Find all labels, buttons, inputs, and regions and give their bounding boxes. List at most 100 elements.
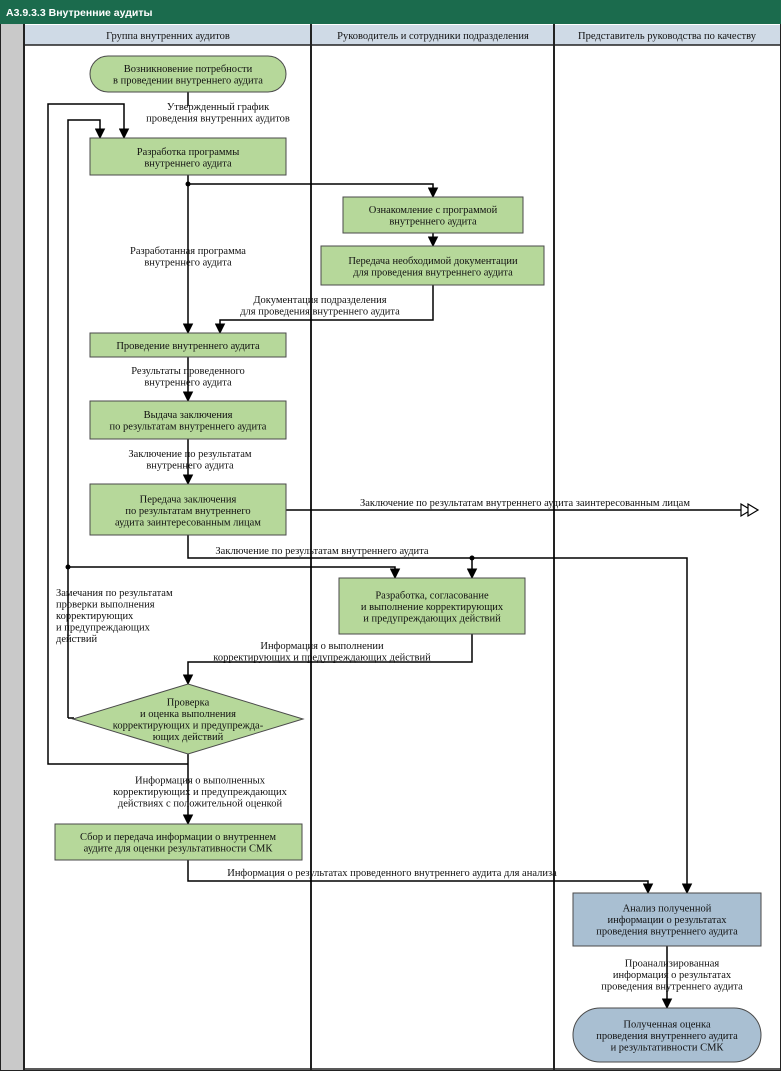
- junction-conclusion: [469, 555, 475, 561]
- node-conduct: [89, 332, 287, 358]
- edge-label-positive-line: Информация о выполненных: [135, 775, 266, 786]
- edge-label-remarks-line: действий: [56, 634, 97, 645]
- connectors: [47, 92, 760, 1010]
- edge-label-conclusion-line: внутреннего аудита: [146, 461, 234, 472]
- node-corrective-label-line: и выполнение корректирующих: [361, 602, 504, 613]
- edge-program-to-familiarize: [188, 183, 439, 199]
- node-analysis-label-line: проведения внутреннего аудита: [596, 926, 738, 937]
- node-end: [572, 1007, 762, 1063]
- node-transfer-conclusion-label-line: по результатам внутреннего: [125, 506, 250, 517]
- edge-loop-outer: [47, 103, 188, 765]
- edge-label-to-stakeholders-line: Заключение по результатам внутреннего ау…: [360, 498, 690, 509]
- node-collect: [54, 823, 303, 861]
- node-collect-label-line: аудите для оценки результативности СМК: [84, 844, 274, 855]
- node-conduct-label: Проведение внутреннего аудита: [116, 341, 260, 352]
- node-develop-program-label-line: Разработка программы: [137, 147, 240, 158]
- edge-label-for-analysis: Информация о результатах проведенного вн…: [227, 868, 557, 879]
- edge-collect-to-analysis: [187, 860, 654, 895]
- external-arrow-2: [747, 502, 760, 518]
- external-arrow-1: [740, 502, 753, 518]
- node-end-label-line: и результативности СМК: [611, 1042, 725, 1053]
- lane-header-audit-group: Группа внутренних аудитов: [106, 31, 230, 42]
- node-familiarize-label-line: внутреннего аудита: [389, 217, 477, 228]
- node-check-label-line: корректирующих и предупрежда-: [113, 721, 264, 732]
- node-transfer-conclusion-label-line: аудита заинтересованным лицам: [115, 517, 261, 528]
- node-familiarize: [342, 196, 524, 234]
- edge-label-conclusion-down-line: Заключение по результатам внутреннего ау…: [215, 546, 428, 557]
- node-end-label-line: Полученная оценка: [623, 1019, 711, 1030]
- node-transfer-docs-label-line: для проведения внутреннего аудита: [353, 268, 513, 279]
- side-bar: [1, 24, 24, 1070]
- node-develop-program-label-line: внутреннего аудита: [144, 159, 232, 170]
- node-issue-conclusion-label-line: по результатам внутреннего аудита: [110, 422, 267, 433]
- edge-label-remarks-line: корректирующих: [56, 611, 134, 622]
- node-analysis: [572, 892, 762, 947]
- edge-conclusion-to-analysis: [187, 535, 693, 895]
- edge-loop-inner: [67, 119, 106, 718]
- edge-label-results-line: внутреннего аудита: [144, 378, 232, 389]
- lane-header-row: [24, 25, 780, 45]
- node-corrective-label-line: и предупреждающих действий: [363, 613, 501, 624]
- node-issue-conclusion-label-line: Выдача заключения: [144, 410, 233, 421]
- lane-header-department: Руководитель и сотрудники подразделения: [337, 31, 529, 42]
- edge-label-positive-line: корректирующих и предупреждающих: [113, 787, 287, 798]
- lane-header-quality-rep: Представитель руководства по качеству: [578, 31, 757, 42]
- node-issue-conclusion: [89, 400, 287, 440]
- node-check-label-line: ющих действий: [153, 732, 224, 743]
- edge-label-conclusion-line: Заключение по результатам: [128, 449, 252, 460]
- edge-label-results-line: Результаты проведенного: [131, 366, 245, 377]
- edge-remarks-to-corrective: [68, 566, 401, 580]
- edge-label-for-analysis-line: Информация о результатах проведенного вн…: [227, 868, 557, 879]
- node-end-label-line: проведения внутреннего аудита: [596, 1031, 738, 1042]
- node-check-label-line: и оценка выполнения: [140, 709, 236, 720]
- node-transfer-docs: [320, 245, 545, 286]
- node-start-label-line: Возникновение потребности: [124, 64, 253, 75]
- edge-label-documentation-line: Документация подразделения: [253, 295, 386, 306]
- title-bar: [0, 0, 781, 24]
- node-transfer-docs-label-line: Передача необходимой документации: [348, 256, 518, 267]
- edge-label-positive-line: действиях с положительной оценкой: [118, 798, 283, 809]
- node-analysis-label-line: Анализ полученной: [623, 903, 712, 914]
- edge-label-program-line: внутреннего аудита: [144, 258, 232, 269]
- edge-label-analyzed-line: проведения внутреннего аудита: [601, 981, 743, 992]
- node-start: [89, 55, 287, 93]
- edge-label-to-stakeholders: Заключение по результатам внутреннего ау…: [360, 498, 690, 509]
- junction-program: [185, 181, 191, 187]
- edge-label-remarks-line: Замечания по результатам: [56, 588, 173, 599]
- edge-label-remarks-line: проверки выполнения: [56, 599, 155, 610]
- edge-label-corrective-info-line: Информация о выполнении: [260, 641, 384, 652]
- edge-label-schedule-line: Утвержденный график: [167, 102, 270, 113]
- node-develop-program: [89, 137, 287, 176]
- edge-corrective-to-check: [182, 634, 473, 686]
- edge-label-analyzed-line: Проанализированная: [625, 958, 720, 969]
- edge-label-program-line: Разработанная программа: [130, 246, 246, 257]
- edge-label-corrective-info-line: корректирующих и предупреждающих действи…: [213, 653, 431, 664]
- node-check: [71, 683, 305, 755]
- edge-label-documentation-line: для проведения внутреннего аудита: [240, 307, 400, 318]
- edge-label-remarks-line: и предупреждающих: [56, 622, 151, 633]
- edge-label-analyzed-line: информация о результатах: [613, 970, 732, 981]
- node-analysis-label-line: информации о результатах: [607, 915, 727, 926]
- node-start-label-line: в проведении внутреннего аудита: [113, 76, 263, 87]
- edge-docs-to-conduct: [214, 285, 434, 335]
- node-corrective-label-line: Разработка, согласование: [375, 590, 489, 601]
- edge-label-conclusion-down: Заключение по результатам внутреннего ау…: [215, 546, 428, 557]
- node-check-label-line: Проверка: [167, 698, 210, 709]
- node-corrective: [338, 577, 526, 635]
